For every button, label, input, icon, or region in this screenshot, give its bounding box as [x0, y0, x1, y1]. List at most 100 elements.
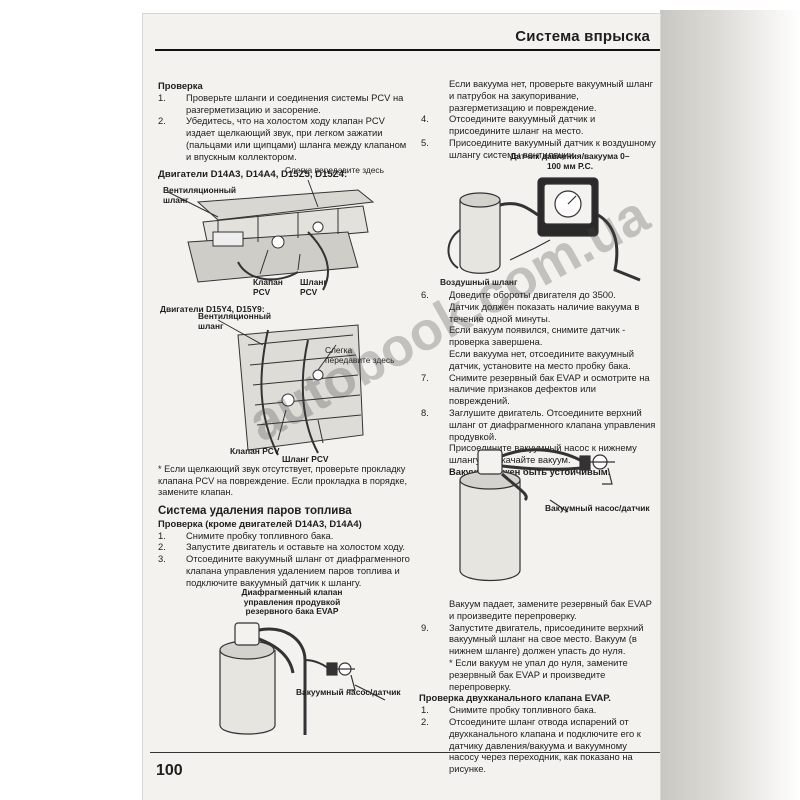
step-text: Присоедините вакуумный датчик к воздушно… — [449, 136, 656, 160]
step-text: Отсоедините вакуумный шланг от диафрагме… — [186, 553, 410, 588]
footer-rule — [150, 752, 660, 753]
page-number: 100 — [156, 762, 183, 779]
step-text: * Если вакуум не упал до нуля, замените … — [449, 656, 628, 692]
step-number — [421, 466, 443, 478]
step-text: Отсоедините шланг отвода испарений от дв… — [449, 715, 641, 775]
step-number: 2. — [158, 115, 166, 127]
step6-block: 6. Доведите обороты двигателя до 3500. Да… — [421, 289, 656, 478]
step-number — [421, 442, 443, 466]
step-number: 1. — [421, 704, 429, 716]
evap-canister-diagram-2 — [459, 448, 615, 582]
pcv-diagram-1 — [167, 179, 375, 291]
page-edge — [660, 10, 800, 800]
list-item: 2. Убедитесь, что на холостом ходу клапан… — [158, 115, 408, 162]
list-item: 1. Проверьте шланги и соединения системы … — [158, 92, 408, 116]
list-item: 5. Присоедините вакуумный датчик к воздуш… — [421, 137, 656, 161]
step-text: Доведите обороты двигателя до 3500. — [449, 289, 616, 300]
list-item: 1. Снимите пробку топливного бака. — [421, 704, 656, 716]
list-item: * Если вакуум не упал до нуля, замените … — [421, 657, 656, 692]
label-air-hose: Воздушный шланг — [440, 277, 518, 287]
left-column: Проверка 1. Проверьте шланги и соединения… — [158, 80, 408, 180]
step-number: 1. — [158, 529, 166, 541]
right-column: Если вакуума нет, проверьте вакуумный шл… — [421, 78, 656, 161]
step-number: 2. — [158, 541, 166, 553]
right-top-steps: Если вакуума нет, проверьте вакуумный шл… — [421, 78, 656, 161]
step-text: Убедитесь, что на холостом ходу клапан P… — [186, 115, 407, 162]
step-number: 1. — [158, 91, 166, 103]
list-item: 9. Запустите двигатель, присоедините верх… — [421, 622, 656, 657]
gauge-diagram — [447, 177, 641, 282]
step-number: 2. — [421, 715, 429, 727]
step-text: Проверьте шланги и соединения системы PC… — [186, 91, 404, 115]
dual-valve-heading: Проверка двухканального клапана EVAP. — [419, 692, 611, 704]
step-text: Снимите резервный бак EVAP и осмотрите н… — [449, 371, 650, 407]
right-bottom-steps: Вакуум падает, замените резервный бак EV… — [421, 598, 656, 692]
label-pump-2: Вакуумный насос/датчик — [545, 503, 650, 513]
label-vent-hose-2: Вентиляционный шланг — [198, 311, 272, 331]
pcv-steps: 1. Проверьте шланги и соединения системы … — [158, 92, 408, 163]
evap-canister-diagram-1 — [219, 622, 386, 735]
label-pcv-valve-2: Клапан PCV — [230, 446, 280, 456]
right-bottom-block: Вакуум падает, замените резервный бак EV… — [419, 598, 656, 775]
label-pcv-valve-1: Клапан PCV — [253, 277, 283, 297]
list-item: Вакуум должен быть устойчивым. — [421, 466, 656, 478]
list-item: 8. Заглушите двигатель. Отсоедините верхн… — [421, 407, 656, 442]
list-item: 2. Запустите двигатель и оставьте на холо… — [158, 541, 413, 553]
evap-check-heading: Проверка (кроме двигателей D14A3, D14A4) — [158, 517, 362, 529]
list-item: 7. Снимите резервный бак EVAP и осмотрите… — [421, 372, 656, 407]
step-number: 5. — [421, 136, 429, 148]
label-vent-hose-1: Вентиляционный шланг — [163, 185, 237, 205]
list-item: 6. Доведите обороты двигателя до 3500. — [421, 289, 656, 301]
label-gauge: Датчик давления/вакуума 0–100 мм Р.С. — [510, 151, 630, 171]
step-text: Если вакуума нет, отсоедините вакуумный … — [449, 347, 635, 371]
evap-steps: 1. Снимите пробку топливного бака. 2. Запу… — [158, 530, 413, 589]
list-item: Если вакуума нет, отсоедините вакуумный … — [421, 348, 656, 372]
engines-heading-2: Двигатели D15Y4, D15Y9: — [160, 304, 265, 314]
label-pcv-hose-2: Шланг PCV — [282, 454, 329, 464]
step-text: Отсоедините вакуумный датчик и присоедин… — [449, 113, 596, 137]
step-number — [421, 657, 443, 692]
step-number: 8. — [421, 406, 429, 418]
label-pcv-hose-1: Шланг PCV — [300, 277, 327, 297]
list-item: Вакуум падает, замените резервный бак EV… — [421, 598, 656, 622]
label-evap-valve: Диафрагменный клапан управления продувко… — [241, 587, 343, 617]
evap-section: Система удаления паров топлива Проверка … — [158, 505, 413, 589]
step-text: Заглушите двигатель. Отсоедините верхний… — [449, 406, 656, 442]
list-item: Если вакуума нет, проверьте вакуумный шл… — [421, 78, 656, 113]
label-listen-here-1: Слегка передавите здесь — [285, 165, 384, 175]
step-text: Запустите двигатель, присоедините верхни… — [449, 621, 644, 657]
page-header: Система впрыска — [155, 27, 660, 51]
list-item: 4.Отсоедините вакуумный датчик и присоед… — [421, 113, 656, 137]
step-text: Снимите пробку топливного бака. — [186, 529, 334, 541]
check-heading: Проверка — [158, 80, 203, 91]
dual-valve-steps: 1. Снимите пробку топливного бака. 2. Отсо… — [421, 704, 656, 775]
step-text: Снимите пробку топливного бака. — [449, 704, 597, 716]
step6-list: 6. Доведите обороты двигателя до 3500. Да… — [421, 289, 656, 478]
step-text: Если вакуум появился, снимите датчик - п… — [449, 324, 626, 348]
step-text: Вакуум падает, замените резервный бак EV… — [449, 598, 652, 621]
step-number: 3. — [158, 553, 166, 565]
step-text: Если вакуума нет, проверьте вакуумный шл… — [449, 78, 654, 113]
step-number: 6. — [421, 289, 429, 300]
step-number: 9. — [421, 621, 429, 633]
pcv-diagram-2 — [217, 319, 364, 456]
evap-heading: Система удаления паров топлива — [158, 505, 352, 517]
step-text: Присоедините вакуумный насос к нижнему ш… — [449, 442, 637, 466]
step-number — [421, 78, 443, 113]
label-pump-1: Вакуумный насос/датчик — [296, 687, 401, 697]
list-item: 3. Отсоедините вакуумный шланг от диафраг… — [158, 553, 413, 588]
list-item: Если вакуум появился, снимите датчик - п… — [421, 324, 656, 348]
page-title: Система впрыска — [515, 28, 650, 45]
list-item: Присоедините вакуумный насос к нижнему ш… — [421, 442, 656, 466]
step-text: Вакуум должен быть устойчивым. — [449, 465, 611, 477]
label-listen-here-2: Слегка передавите здесь — [325, 345, 395, 365]
list-item: 1. Снимите пробку топливного бака. — [158, 530, 413, 542]
list-item: 2. Отсоедините шланг отвода испарений от … — [421, 716, 656, 775]
list-item: Датчик должен показать наличие вакуума в… — [421, 301, 656, 325]
pcv-note: * Если щелкающий звук отсутствует, прове… — [158, 464, 408, 498]
engines-heading-1: Двигатели D14A3, D14A4, D15Z5, D15Z4: — [158, 168, 348, 180]
step-number — [421, 598, 443, 622]
step-text: Датчик должен показать наличие вакуума в… — [449, 300, 640, 324]
step-text: Запустите двигатель и оставьте на холост… — [186, 541, 405, 553]
step-number: 7. — [421, 371, 429, 383]
